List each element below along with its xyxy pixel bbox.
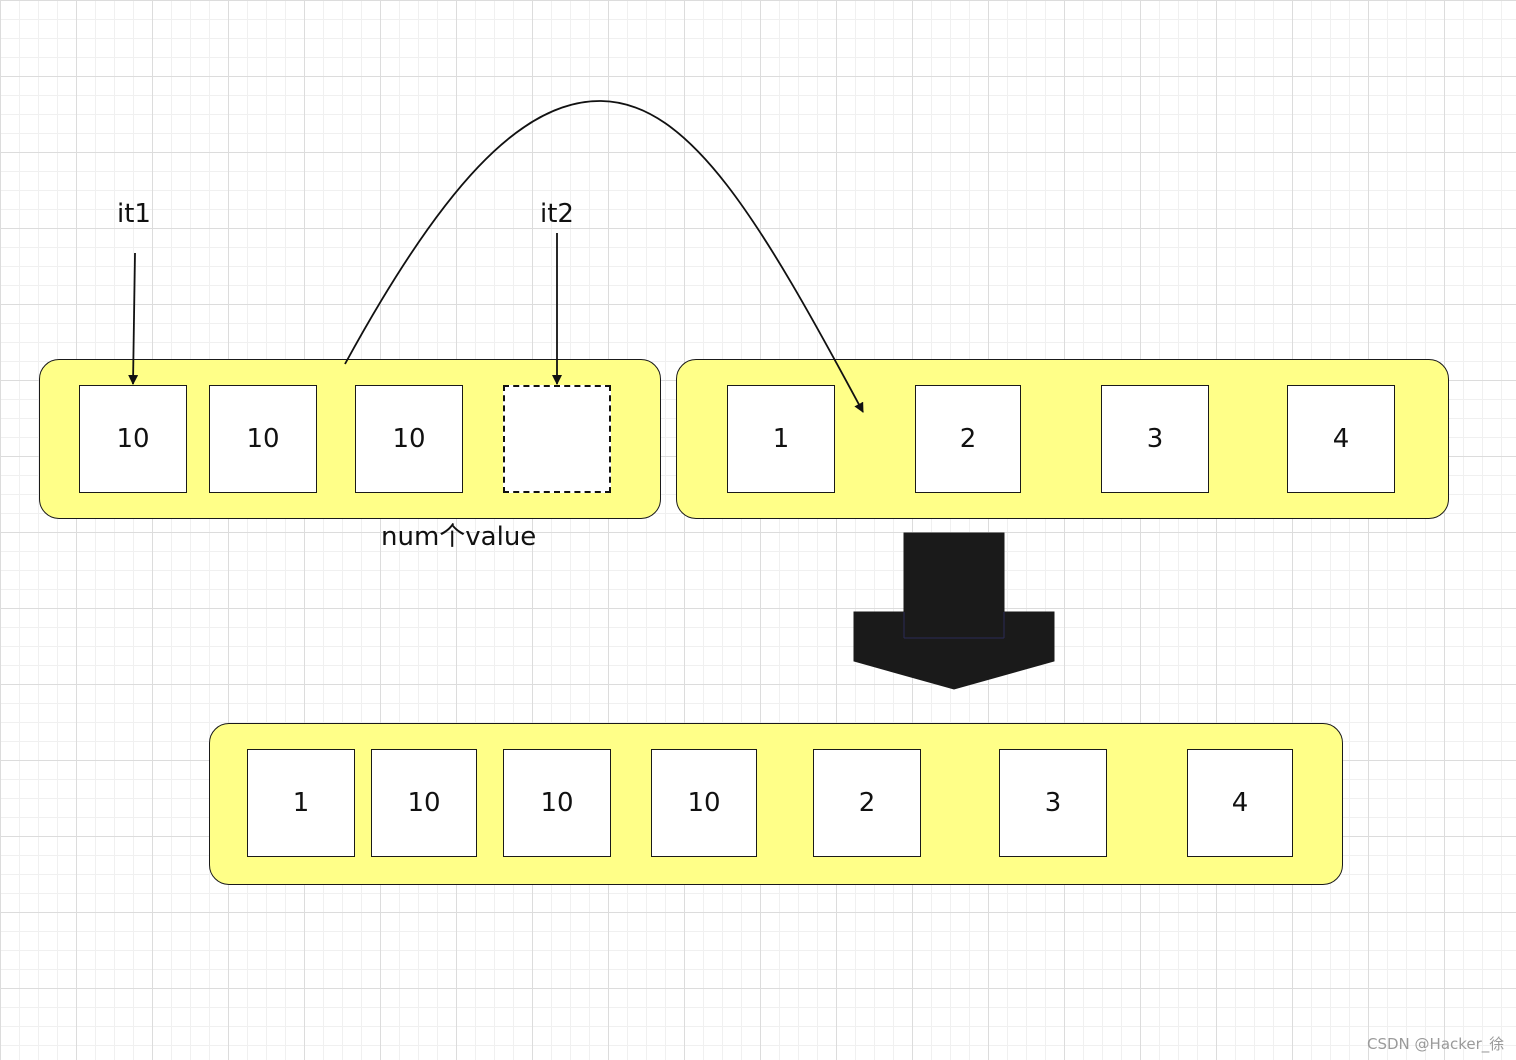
num-value-label: num个value bbox=[381, 522, 537, 552]
result-cell: 10 bbox=[503, 749, 611, 857]
result-cell: 10 bbox=[371, 749, 477, 857]
source-cell: 10 bbox=[79, 385, 187, 493]
target-cell: 2 bbox=[915, 385, 1021, 493]
target-cell: 3 bbox=[1101, 385, 1209, 493]
result-cell: 10 bbox=[651, 749, 757, 857]
result-cell: 1 bbox=[247, 749, 355, 857]
it1-arrow bbox=[128, 252, 139, 385]
it1-label: it1 bbox=[117, 199, 151, 229]
source-cell: 10 bbox=[209, 385, 317, 493]
source-cell: 10 bbox=[355, 385, 463, 493]
result-cell: 3 bbox=[999, 749, 1107, 857]
target-cell: 1 bbox=[727, 385, 835, 493]
result-cell: 4 bbox=[1187, 749, 1293, 857]
watermark: CSDN @Hacker_徐 bbox=[1367, 1035, 1505, 1053]
source-end-cell bbox=[503, 385, 611, 493]
result-cell: 2 bbox=[813, 749, 921, 857]
it2-label: it2 bbox=[540, 199, 574, 229]
target-cell: 4 bbox=[1287, 385, 1395, 493]
insert-curve-arrow bbox=[344, 100, 864, 413]
big-down-arrow bbox=[853, 532, 1055, 690]
